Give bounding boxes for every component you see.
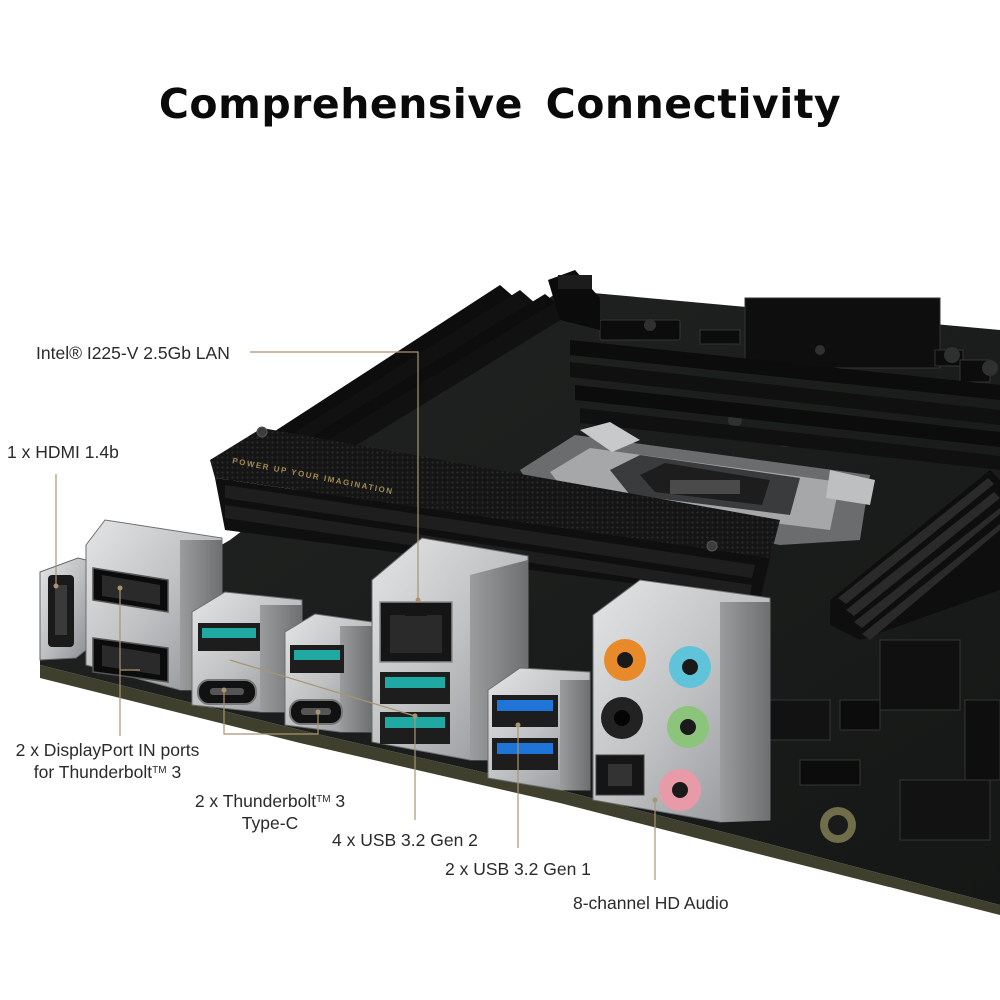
hdmi-port [39, 557, 87, 661]
audio-jack-green [667, 706, 709, 748]
usb-gen1-stack [487, 667, 591, 791]
vrm-heatsink-right [830, 470, 1000, 640]
label-displayport: 2 x DisplayPort IN ports for Thunderbolt… [0, 739, 215, 783]
audio-optical [595, 754, 645, 796]
label-hdmi: 1 x HDMI 1.4b [7, 442, 119, 462]
label-displayport-line1: 2 x DisplayPort IN ports [15, 740, 200, 760]
label-usb-gen1: 2 x USB 3.2 Gen 1 [445, 859, 591, 879]
audio-jack-pink [659, 769, 701, 811]
label-lan: Intel® I225-V 2.5Gb LAN [36, 343, 230, 363]
usb-tb-stack-2 [284, 613, 373, 733]
cpu-socket [520, 422, 875, 545]
ram-slots [215, 270, 600, 482]
audio-jack-black [601, 697, 643, 739]
audio-jack-lightblue [669, 646, 711, 688]
label-audio: 8-channel HD Audio [573, 893, 729, 913]
page-title: Comprehensive Connectivity [158, 80, 842, 128]
ram-slots-right [570, 340, 1000, 470]
label-thunderbolt-line2: Type-C [241, 813, 299, 833]
callout-line-lan [250, 351, 419, 600]
label-displayport-line2: for ThunderboltTM 3 [33, 762, 182, 782]
audio-jack-orange [604, 639, 646, 681]
callout-line-thunderbolt [223, 690, 319, 735]
label-thunderbolt-line1: 2 x ThunderboltTM 3 [194, 791, 346, 811]
mounting-hole [820, 807, 856, 843]
label-thunderbolt: 2 x ThunderboltTM 3 Type-C [170, 790, 370, 834]
audio-block [592, 579, 771, 823]
label-usb-gen2: 4 x USB 3.2 Gen 2 [332, 830, 478, 850]
